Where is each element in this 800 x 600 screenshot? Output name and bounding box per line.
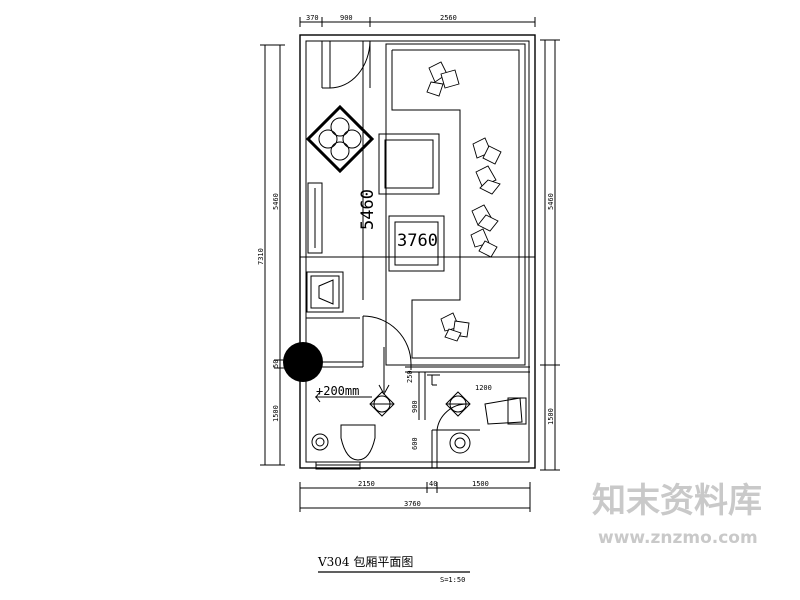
dim-bottom-a: 2150 <box>358 480 375 488</box>
room-length-label: 5460 <box>358 189 378 230</box>
watermark-brand: 知末资料库 <box>592 481 762 521</box>
watermark-url: www.znzmo.com <box>598 528 758 548</box>
drawing-title: V304 包厢平面图 <box>317 555 413 569</box>
dim-right-upper: 5460 <box>547 193 555 210</box>
dim-bottom-b: 40 <box>429 480 437 488</box>
dim-top-a: 370 <box>306 14 319 22</box>
dim-wc-a: 1200 <box>475 384 492 392</box>
dim-right-lower: 1500 <box>547 408 555 425</box>
dim-wc-c: 600 <box>411 437 419 450</box>
dim-bottom-c: 1500 <box>472 480 489 488</box>
dim-left-total: 7310 <box>257 248 265 265</box>
dim-top-c: 2560 <box>440 14 457 22</box>
dim-bottom-total: 3760 <box>404 500 421 508</box>
floor-level-label: +200mm <box>316 384 359 398</box>
dim-wc-d: 250 <box>406 370 414 383</box>
dim-left-lower: 1500 <box>272 405 280 422</box>
room-width-label: 3760 <box>397 231 438 251</box>
dim-top-b: 900 <box>340 14 353 22</box>
dim-left-mid: 50 <box>272 360 280 368</box>
dim-left-upper: 5460 <box>272 193 280 210</box>
section-marker-dot <box>283 342 323 382</box>
drawing-scale: S=1:50 <box>440 576 465 584</box>
dim-wc-b: 900 <box>411 400 419 413</box>
